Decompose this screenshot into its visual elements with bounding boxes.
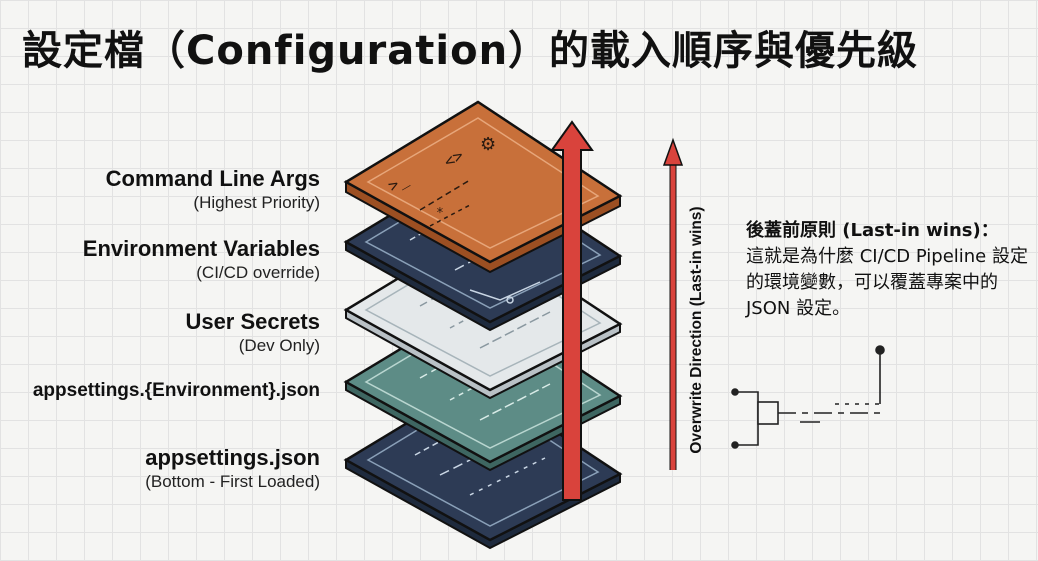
layer-name: Environment Variables — [82, 236, 320, 261]
layer-label-user-secrets: User Secrets (Dev Only) — [185, 309, 320, 357]
layer-label-appsettings: appsettings.json (Bottom - First Loaded) — [145, 445, 320, 493]
overwrite-arrow-thick — [550, 120, 594, 501]
svg-text:*: * — [436, 206, 444, 221]
note-title: 後蓋前原則 (Last-in wins)： — [746, 220, 999, 241]
note-body: 這就是為什麼 CI/CD Pipeline 設定的環境變數，可以覆蓋專案中的 J… — [746, 246, 1028, 319]
explanation-note: 後蓋前原則 (Last-in wins)： 這就是為什麼 CI/CD Pipel… — [746, 218, 1036, 322]
layer-note: (Bottom - First Loaded) — [145, 472, 320, 491]
overwrite-arrow-thin — [662, 137, 684, 470]
layer-note: (Highest Priority) — [193, 193, 320, 212]
layer-name: User Secrets — [185, 309, 320, 334]
layer-note: (CI/CD override) — [196, 263, 320, 282]
layer-name: appsettings.json — [145, 445, 320, 470]
layer-label-environment-variables: Environment Variables (CI/CD override) — [83, 236, 320, 284]
layer-label-appsettings-environment: appsettings.{Environment}.json — [33, 378, 320, 404]
layer-name: Command Line Args — [105, 166, 320, 191]
circuit-decoration — [731, 345, 885, 449]
gear-icon: ⚙ — [480, 134, 496, 155]
page-title: 設定檔（Configuration）的載入順序與優先級 — [22, 28, 919, 74]
layer-note: (Dev Only) — [238, 336, 320, 355]
circuit-icon — [506, 296, 514, 304]
layer-name: appsettings.{Environment}.json — [32, 380, 320, 401]
layer-label-command-line: Command Line Args (Highest Priority) — [106, 166, 320, 214]
overwrite-direction-label: Overwrite Direction (Last-in wins) — [688, 206, 705, 454]
